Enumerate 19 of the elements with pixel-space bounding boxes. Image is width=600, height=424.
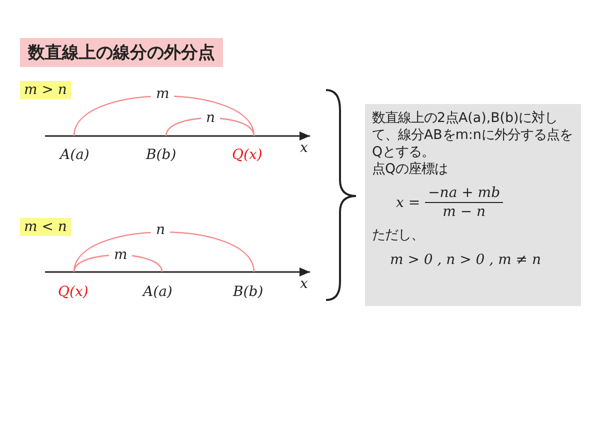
point-label: B(b) (146, 147, 176, 163)
paragraph: 点Qの座標は (372, 161, 449, 178)
title: 数直線上の線分の外分点 (20, 38, 223, 67)
point-label: A(a) (143, 284, 172, 300)
condition-text: m > 0 , n > 0 , m ≠ n (390, 252, 542, 268)
point-label: Q(x) (58, 284, 88, 300)
denominator: m − n (442, 203, 487, 221)
point-label: A(a) (60, 147, 90, 163)
axis-label: x (300, 140, 308, 156)
paragraph: 数直線上の2点A(a),B(b)に対して、線分ABをm:nに外分する点をQとする。 (372, 110, 574, 161)
formula-text: x = (396, 194, 420, 210)
condition-label: m > n (20, 81, 71, 99)
paragraph: ただし、 (372, 227, 425, 244)
note-panel (365, 104, 581, 306)
condition-label: m < n (20, 218, 71, 236)
axis-label: x (300, 276, 308, 292)
point-label: Q(x) (232, 147, 262, 163)
point-label: B(b) (233, 284, 264, 300)
numerator: −na + mb (425, 184, 504, 203)
